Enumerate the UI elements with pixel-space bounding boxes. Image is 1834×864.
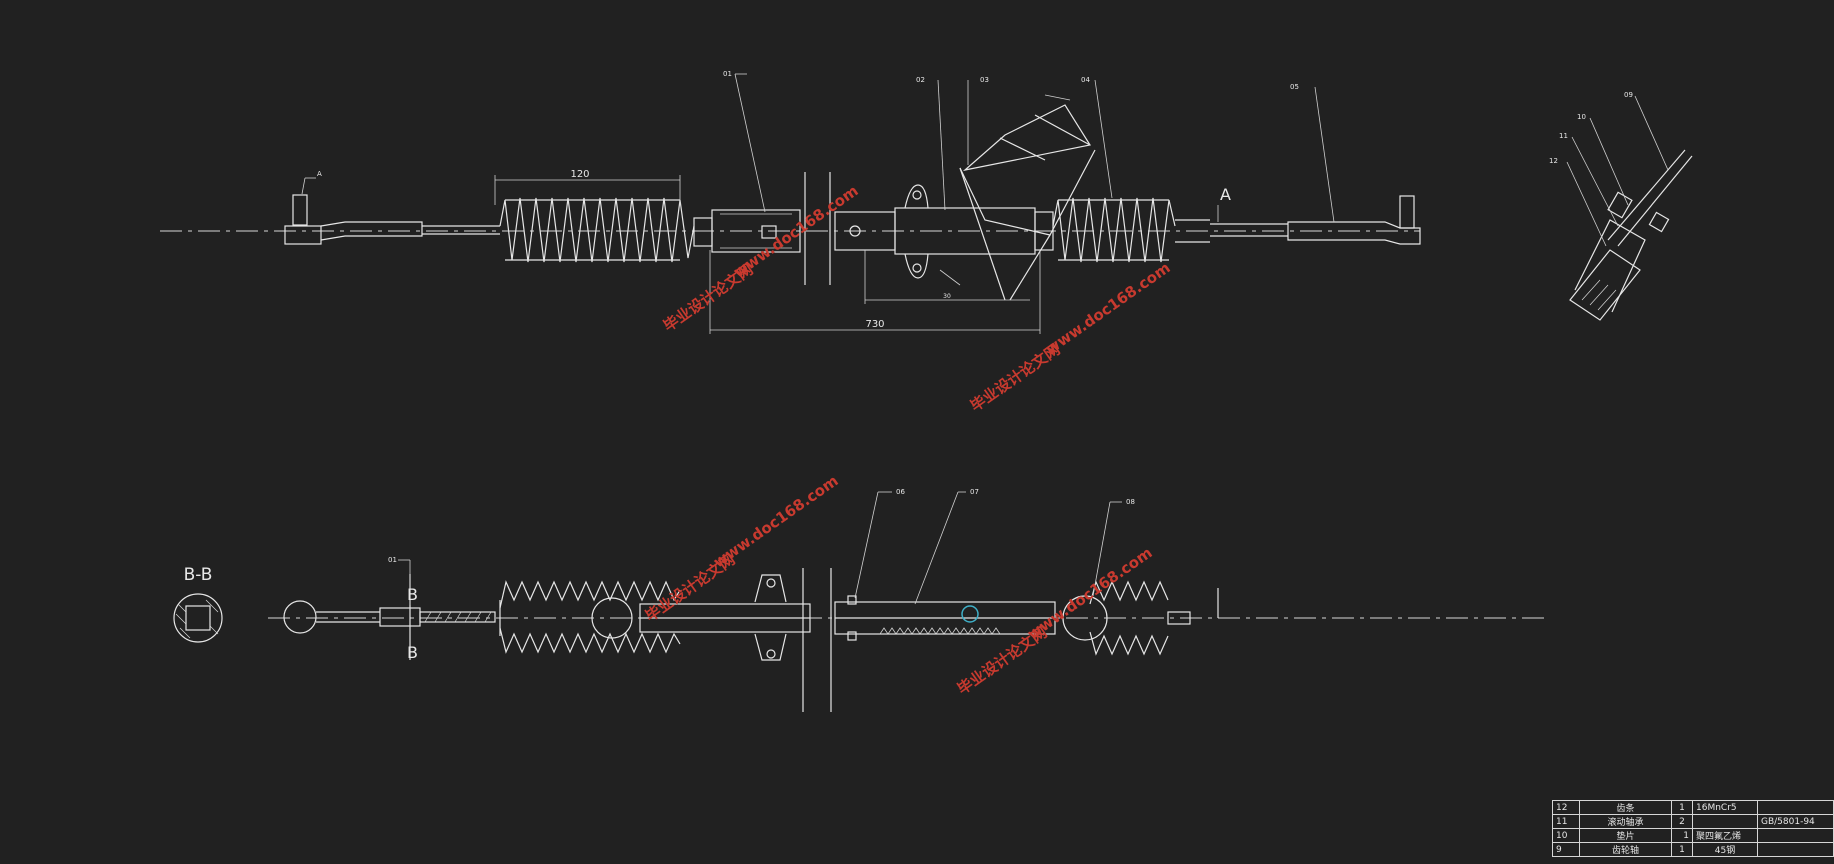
bottom-left-bellows [499, 580, 681, 654]
top-assembly-view: 120 [160, 94, 1421, 334]
callout-02: 02 [916, 76, 925, 84]
bom-row: 9 齿轮轴 1 45钢 [1552, 842, 1834, 857]
inner-ball-joint [591, 597, 633, 639]
bom-row: 11 滚动轴承 2 GB/5801-94 [1552, 814, 1834, 829]
dimension-30-text: 30 [943, 293, 951, 300]
callout-10: 10 [1577, 113, 1586, 121]
rack-teeth [879, 627, 1001, 635]
callout-12: 12 [1549, 157, 1558, 165]
bill-of-materials: 12 齿条 1 16MnCr5 11 滚动轴承 2 GB/5801-94 10 … [1552, 800, 1834, 857]
callout-03: 03 [980, 76, 989, 84]
mount-lug-bottom [754, 633, 787, 661]
watermarks: 毕业设计论文网 www.doc168.com 毕业设计论文网 www.doc16… [642, 182, 1174, 699]
dimension-120-text: 120 [570, 169, 589, 180]
section-b-b-label: B-B [184, 565, 213, 585]
callout-11: 11 [1559, 132, 1568, 140]
right-tie-rod-end [1287, 221, 1421, 245]
left-housing-cap [693, 217, 713, 247]
dimension-120: 120 [494, 169, 681, 205]
watermark-url-3: www.doc168.com [710, 472, 842, 572]
watermark-url-2: www.doc168.com [1042, 259, 1174, 359]
mount-lug-top [754, 574, 787, 603]
right-bellows [1052, 197, 1176, 263]
ball-joint [283, 600, 317, 634]
bom-row: 12 齿条 1 16MnCr5 [1552, 800, 1834, 815]
right-inner-ball-joint [1062, 595, 1108, 641]
top-callouts: 01 02 03 04 05 [723, 70, 1335, 223]
callout-05: 05 [1290, 83, 1299, 91]
callout-07: 07 [970, 488, 979, 496]
bottom-section-view [268, 568, 1550, 712]
section-mark-b-bottom: B [407, 643, 418, 662]
left-tie-rod-end [284, 225, 322, 245]
watermark-url-4: www.doc168.com [1024, 544, 1156, 644]
callout-04: 04 [1081, 76, 1090, 84]
pinion-gear-highlight [961, 605, 979, 623]
callout-01: 01 [723, 70, 732, 78]
callout-08: 08 [1126, 498, 1135, 506]
threaded-rod [419, 611, 496, 623]
left-rack-housing [711, 209, 801, 253]
view-mark-a: A [1220, 185, 1231, 204]
callout-06: 06 [896, 488, 905, 496]
inclined-pinion-assembly [939, 94, 1096, 301]
section-mark-b-top: B [407, 585, 418, 604]
dimension-730-text: 730 [865, 319, 884, 330]
section-b-b: B-B [173, 565, 223, 643]
bom-row: 10 垫片 1 聚四氟乙烯 [1552, 828, 1834, 843]
left-ball-stud [292, 194, 308, 226]
left-bellows [499, 197, 695, 263]
callout-01-bottom: 01 [388, 556, 397, 564]
detail-callouts: 09 10 11 12 [1549, 91, 1633, 165]
detail-view-pinion [1566, 95, 1693, 321]
right-ball-stud [1399, 195, 1415, 229]
left-tie-rod-sleeve [320, 221, 423, 241]
small-mark-a: A [317, 170, 322, 178]
dimension-730: 730 30 [709, 250, 1041, 334]
bottom-right-bellows [1089, 580, 1169, 656]
bottom-callouts: 01 06 07 08 [388, 488, 1135, 605]
callout-09: 09 [1624, 91, 1633, 99]
